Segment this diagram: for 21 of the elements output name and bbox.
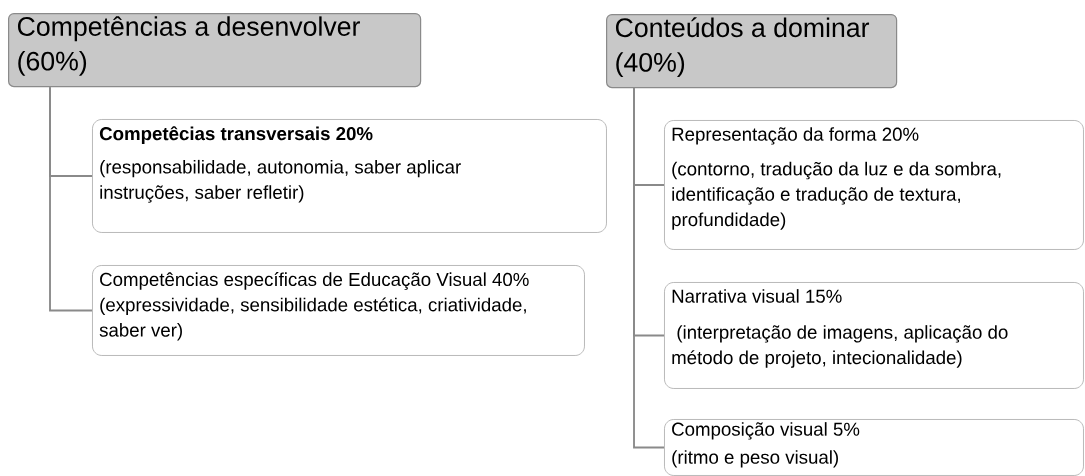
box-heading: Competências específicas de Educação Visual 40% [100,272,529,290]
description-text: (responsabilidade, autonomia, saber aplicar instruções, saber refletir) [100,159,461,203]
connector-line [633,87,665,449]
content-box [92,265,585,356]
content-box [664,419,1084,476]
content-box [92,119,607,233]
box-heading: Competêcias transversais 20% [99,126,373,144]
box-title: Conteúdos a dominar (40%) [615,17,870,78]
content-box [664,120,1084,250]
box-heading: Representação da forma 20% [672,127,919,145]
box-title: Competências a desenvolver (60%) [17,16,360,76]
heading-box [8,13,422,88]
box-heading: Narrativa visual 15% [672,289,842,303]
heading-box [606,14,898,89]
description-text: (contorno, tradução da luz e da sombra, identificação e tradução de textura, profundidade) [672,161,1001,230]
description-text: (interpretação de imagens, aplicação do método de projeto, intecionalidade) [672,325,1008,368]
description-text: (expressividade, sensibilidade estética, criatividade, saber ver) [99,297,526,341]
box-heading: Composição visual 5% [672,422,860,440]
content-box [664,282,1084,389]
connector-line [49,86,93,312]
description-text: (ritmo e peso visual) [672,450,838,468]
